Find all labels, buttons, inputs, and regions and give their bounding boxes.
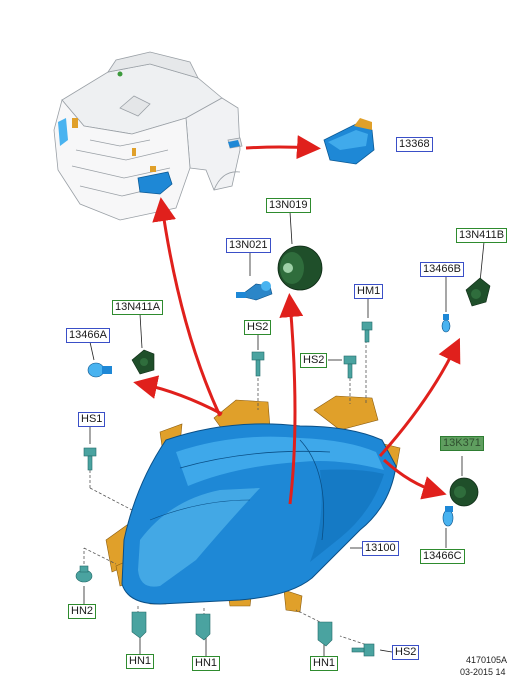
headlamp-assembly [105,395,401,613]
label-HM1: HM1 [354,284,384,299]
diagram-reference-number: 4170105A [466,655,508,665]
label-HS2-mid: HS2 [300,353,328,368]
vehicle-headlamp-highlight [137,171,173,195]
fastener-HS1 [83,447,97,471]
fastener-HN1-c [317,621,333,647]
bulb-socket-13K371 [449,477,479,507]
red-arrows [133,135,461,505]
label-HS2-top: HS2 [244,320,272,335]
side-repeater-lamp [323,118,375,165]
label-13N411A: 13N411A [112,300,164,315]
label-13N021: 13N021 [226,238,271,253]
label-HN1-a: HN1 [126,654,155,669]
arrow-to-bulb-13K371 [382,458,447,500]
vehicle-front-illustration [53,51,243,221]
callout-lines [83,211,485,656]
arrow-to-bulb-13N411B [378,337,461,457]
bulb-13466B [441,314,451,333]
label-HN1-b: HN1 [192,656,221,671]
arrow-to-bulb-13N411A [133,375,223,416]
label-13368: 13368 [396,137,433,152]
arrow-to-bulb-13N019 [279,293,304,505]
label-HS1: HS1 [78,412,106,427]
label-13100: 13100 [362,541,399,556]
fastener-HM1-top [361,321,373,343]
label-13466B: 13466B [420,262,464,277]
label-13466A: 13466A [66,328,110,343]
label-HN1-c: HN1 [310,656,339,671]
label-13K371: 13K371 [440,436,484,451]
label-HN2: HN2 [68,604,97,619]
vehicle-side-repeater-highlight [228,140,240,148]
label-13466C: 13466C [420,549,465,564]
vehicle-harness-detail [72,71,156,172]
arrow-to-vehicle [152,197,222,417]
fastener-HS2-top [251,351,265,377]
bulb-socket-13N411B [465,277,491,307]
label-HS2-bottom: HS2 [392,645,420,660]
bulb-socket-13N019 [277,245,323,291]
fastener-HN2 [75,565,93,583]
fastener-HN1-a [131,611,147,639]
vehicle-indicator-highlight [58,118,68,146]
label-13N411B: 13N411B [456,228,508,243]
bulb-13466C [442,506,454,527]
fastener-HS2-mid [343,355,357,379]
bulb-socket-13N411A [131,349,155,375]
label-13N019: 13N019 [266,198,311,213]
fastener-HN1-b [195,613,211,641]
fastener-HS2-bottom [351,643,375,657]
arrow-to-side-repeater [245,135,321,160]
diagram-date-code: 03-2015 14 [460,667,506,677]
bulb-13N021 [236,281,273,301]
bulb-13466A [87,362,112,378]
